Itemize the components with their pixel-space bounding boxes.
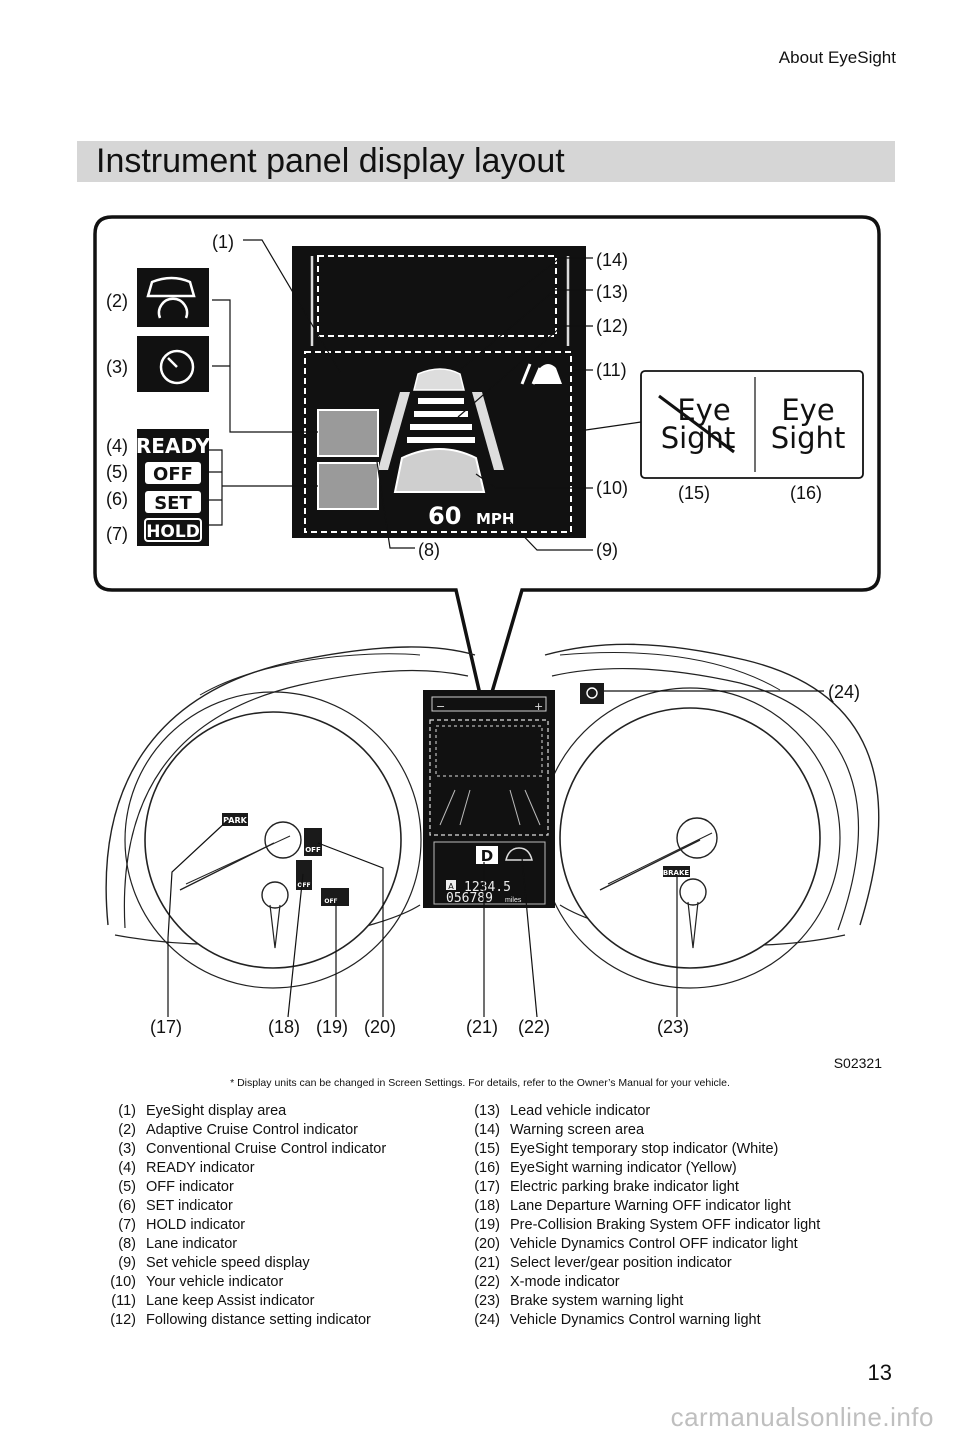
acc-indicator-slot — [317, 409, 379, 457]
legend-item: (6)SET indicator — [118, 1198, 233, 1214]
eyesight-display: 60 MPH — [292, 246, 586, 538]
lead-vehicle-icon — [413, 368, 465, 391]
lane-keep-icon — [534, 364, 562, 384]
callout-23: (23) — [657, 1017, 689, 1037]
vdc-off-icon — [304, 828, 322, 856]
legend-item: (22)X-mode indicator — [474, 1274, 620, 1290]
legend-right-column: (13)Lead vehicle indicator (14)Warning s… — [460, 1102, 820, 1330]
legend-item: (24)Vehicle Dynamics Control warning lig… — [474, 1312, 761, 1328]
callout-1: (1) — [212, 232, 234, 252]
ready-indicator: READY — [136, 434, 211, 458]
legend-item: (21)Select lever/gear position indicator — [474, 1255, 732, 1271]
legend-item: (19)Pre-Collision Braking System OFF ind… — [474, 1217, 821, 1233]
legend-item: (10)Your vehicle indicator — [110, 1274, 284, 1290]
legend-item: (11)Lane keep Assist indicator — [111, 1293, 315, 1309]
callout-16: (16) — [790, 483, 822, 503]
figure-code: S02321 — [833, 1055, 882, 1071]
legend-item: (14)Warning screen area — [474, 1122, 645, 1138]
eyesight-stop-slash — [658, 394, 735, 454]
legend-item: (15)EyeSight temporary stop indicator (W… — [474, 1141, 779, 1157]
set-speed: 60 — [428, 502, 461, 530]
callout-12: (12) — [596, 316, 628, 336]
instrument-cluster: − + D A 1234.5 056789 miles PARK BRAKE O… — [105, 643, 880, 989]
callout-14: (14) — [596, 250, 628, 270]
running-header: About EyeSight — [778, 48, 896, 67]
callout-10: (10) — [596, 478, 628, 498]
legend-item: (3)Conventional Cruise Control indicator — [118, 1141, 387, 1157]
legend-item: (17)Electric parking brake indicator lig… — [474, 1179, 739, 1195]
legend-item: (20)Vehicle Dynamics Control OFF indicat… — [474, 1236, 798, 1252]
vdc-warning-icon — [580, 683, 604, 704]
bar-minus: − — [436, 700, 445, 713]
park-light: PARK — [223, 816, 247, 825]
eyesight-warning-word1: Eye — [781, 393, 834, 427]
section-title-bar — [77, 141, 895, 182]
callout-3: (3) — [106, 357, 128, 377]
eyesight-indicator-panel — [640, 370, 864, 479]
callout-8: (8) — [418, 540, 440, 560]
callout-21: (21) — [466, 1017, 498, 1037]
gear-indicator: D — [481, 847, 493, 865]
watermark: carmanualsonline.info — [670, 1402, 934, 1432]
callout-11: (11) — [596, 360, 627, 380]
x-mode-icon — [505, 847, 533, 861]
legend-item: (8)Lane indicator — [118, 1236, 238, 1252]
pcb-off-icon — [321, 888, 349, 906]
set-indicator: SET — [154, 493, 192, 514]
footnote: * Display units can be changed in Screen… — [230, 1077, 730, 1089]
instrument-panel-figure: − + D A 1234.5 056789 miles PARK BRAKE O… — [93, 215, 881, 1037]
callout-2: (2) — [106, 291, 128, 311]
section-title: Instrument panel display layout — [96, 142, 565, 180]
legend-item: (5)OFF indicator — [118, 1179, 234, 1195]
legend-item: (4)READY indicator — [118, 1160, 255, 1176]
legend-item: (18)Lane Departure Warning OFF indicator… — [474, 1198, 791, 1214]
legend-item: (7)HOLD indicator — [118, 1217, 246, 1233]
status-indicator-slot — [317, 462, 379, 510]
lane-left — [378, 392, 410, 470]
callout-5: (5) — [106, 462, 128, 482]
leader-lines — [167, 239, 824, 1018]
callout-9: (9) — [596, 540, 618, 560]
callout-20: (20) — [364, 1017, 396, 1037]
trip-reading: 1234.5 — [464, 880, 511, 895]
callout-22: (22) — [518, 1017, 550, 1037]
brake-light: BRAKE — [663, 869, 690, 877]
callout-6: (6) — [106, 489, 128, 509]
legend-left-column: (1)EyeSight display area (2)Adaptive Cru… — [96, 1102, 386, 1330]
lane-right — [472, 392, 504, 470]
legend-item: (12)Following distance setting indicator — [110, 1312, 371, 1328]
speed-needle — [599, 839, 701, 891]
callout-17: (17) — [150, 1017, 182, 1037]
legend-item: (13)Lead vehicle indicator — [474, 1103, 651, 1119]
ldw-off-icon — [296, 860, 312, 890]
pcb-off-label: OFF — [324, 898, 337, 905]
trip-badge: A — [448, 882, 454, 891]
callout-7: (7) — [106, 524, 128, 544]
status-indicator-stack — [137, 429, 209, 546]
callout-13: (13) — [596, 282, 628, 302]
eyesight-warning-word2: Sight — [771, 421, 846, 455]
callout-18: (18) — [268, 1017, 300, 1037]
callout-24: (24) — [828, 682, 860, 702]
callout-19: (19) — [316, 1017, 348, 1037]
your-vehicle-icon — [393, 448, 486, 493]
off-indicator: OFF — [153, 464, 193, 485]
ldw-off-label: OFF — [297, 882, 310, 889]
callout-4: (4) — [106, 436, 128, 456]
eyesight-stop-word1: Eye — [677, 393, 730, 427]
legend-item: (16)EyeSight warning indicator (Yellow) — [474, 1160, 737, 1176]
legend-item: (23)Brake system warning light — [474, 1293, 684, 1309]
callout-15: (15) — [678, 483, 710, 503]
warning-screen-area — [317, 255, 557, 337]
legend-item: (9)Set vehicle speed display — [118, 1255, 310, 1271]
set-speed-unit: MPH — [476, 510, 514, 528]
legend-item: (2)Adaptive Cruise Control indicator — [118, 1122, 358, 1138]
legend-item: (1)EyeSight display area — [118, 1103, 287, 1119]
hold-indicator: HOLD — [146, 522, 200, 542]
bar-plus: + — [534, 700, 543, 713]
page-number: 13 — [867, 1360, 892, 1385]
vdc-off-label: OFF — [305, 846, 321, 854]
odometer-unit: miles — [505, 897, 522, 904]
odometer-reading: 056789 — [446, 891, 493, 906]
